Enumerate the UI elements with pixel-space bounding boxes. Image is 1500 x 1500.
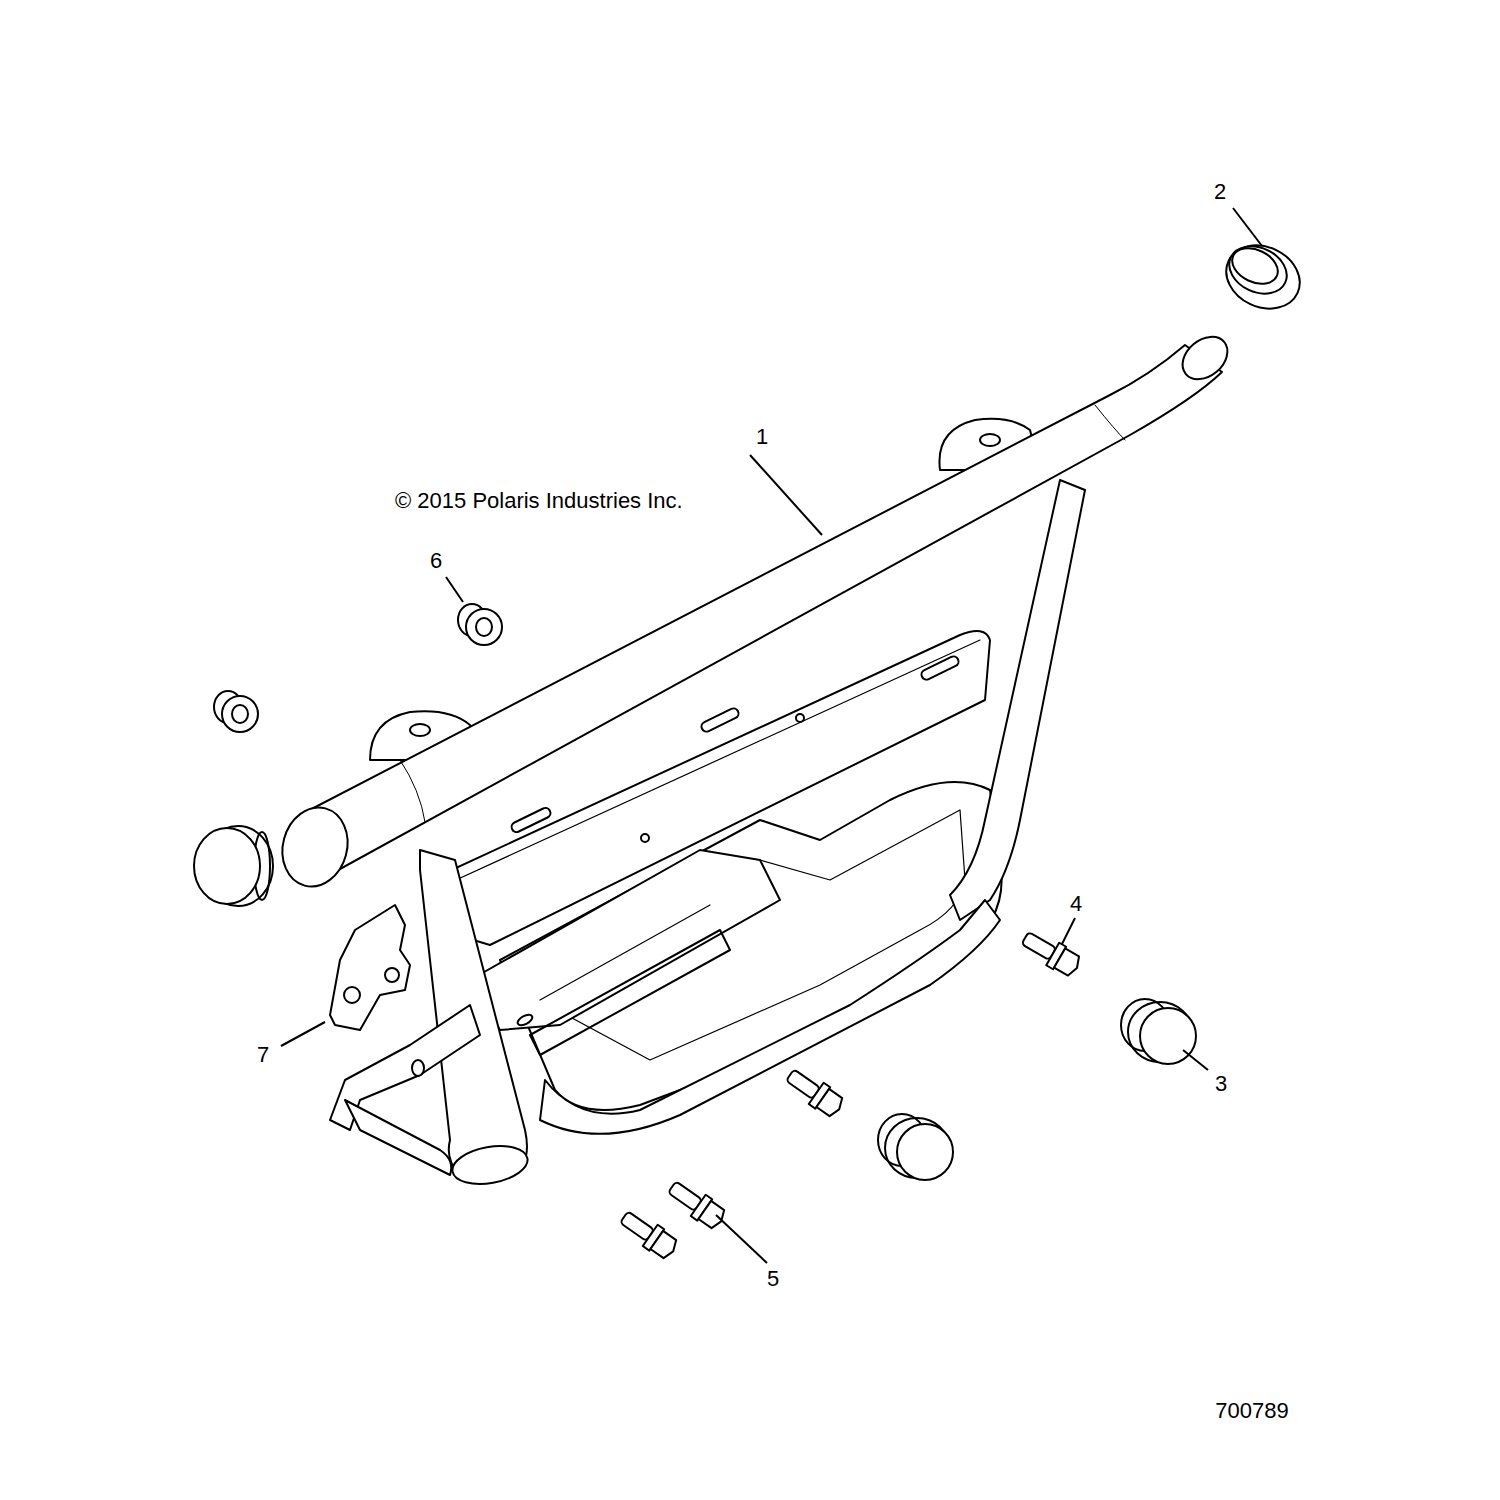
leader-lines (281, 208, 1262, 1263)
callout-number: 5 (767, 1268, 779, 1290)
callout-number: 2 (1214, 181, 1226, 203)
copyright-note: © 2015 Polaris Industries Inc. (395, 490, 683, 512)
callout-number: 4 (1070, 893, 1082, 915)
callout-number: 6 (430, 550, 442, 572)
diagram-number: 700789 (1215, 1400, 1288, 1422)
callout-number: 3 (1215, 1073, 1227, 1095)
callout-number: 7 (257, 1044, 269, 1066)
callout-number: 1 (756, 426, 768, 448)
